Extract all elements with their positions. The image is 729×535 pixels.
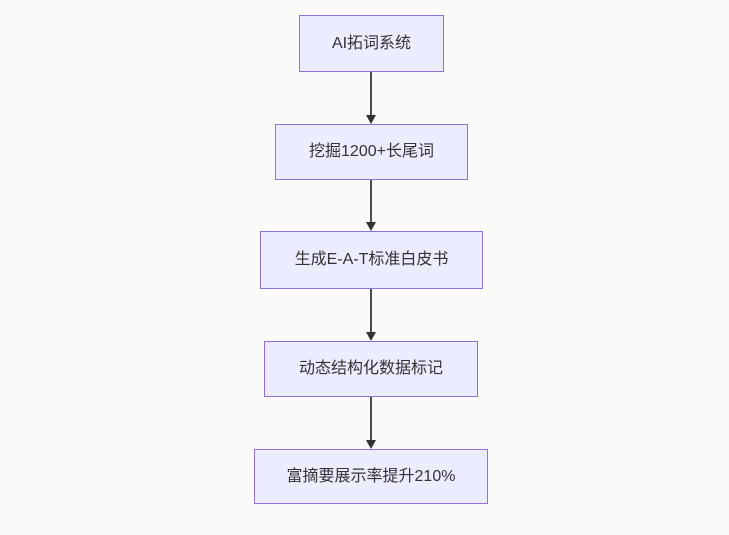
flow-node-longtail-keywords: 挖掘1200+长尾词 [275,124,468,180]
arrow-line [370,72,372,115]
arrow-line [370,289,372,332]
arrow-head-down-icon [366,440,376,449]
node-label: 富摘要展示率提升210% [286,467,456,485]
flow-arrow-2 [365,180,377,231]
node-label: 挖掘1200+长尾词 [309,143,434,161]
flow-arrow-3 [365,289,377,341]
arrow-head-down-icon [366,222,376,231]
arrow-line [370,180,372,222]
flow-node-eat-whitepaper: 生成E-A-T标准白皮书 [260,231,483,289]
flow-node-rich-snippet-result: 富摘要展示率提升210% [254,449,488,504]
flow-node-structured-data: 动态结构化数据标记 [264,341,478,397]
flow-node-ai-word-system: AI拓词系统 [299,15,444,72]
node-label: 生成E-A-T标准白皮书 [294,251,449,269]
flow-arrow-4 [365,397,377,449]
node-label: AI拓词系统 [331,34,412,52]
node-label: 动态结构化数据标记 [298,360,443,378]
arrow-head-down-icon [366,332,376,341]
arrow-head-down-icon [366,115,376,124]
arrow-line [370,397,372,440]
flow-arrow-1 [365,72,377,124]
